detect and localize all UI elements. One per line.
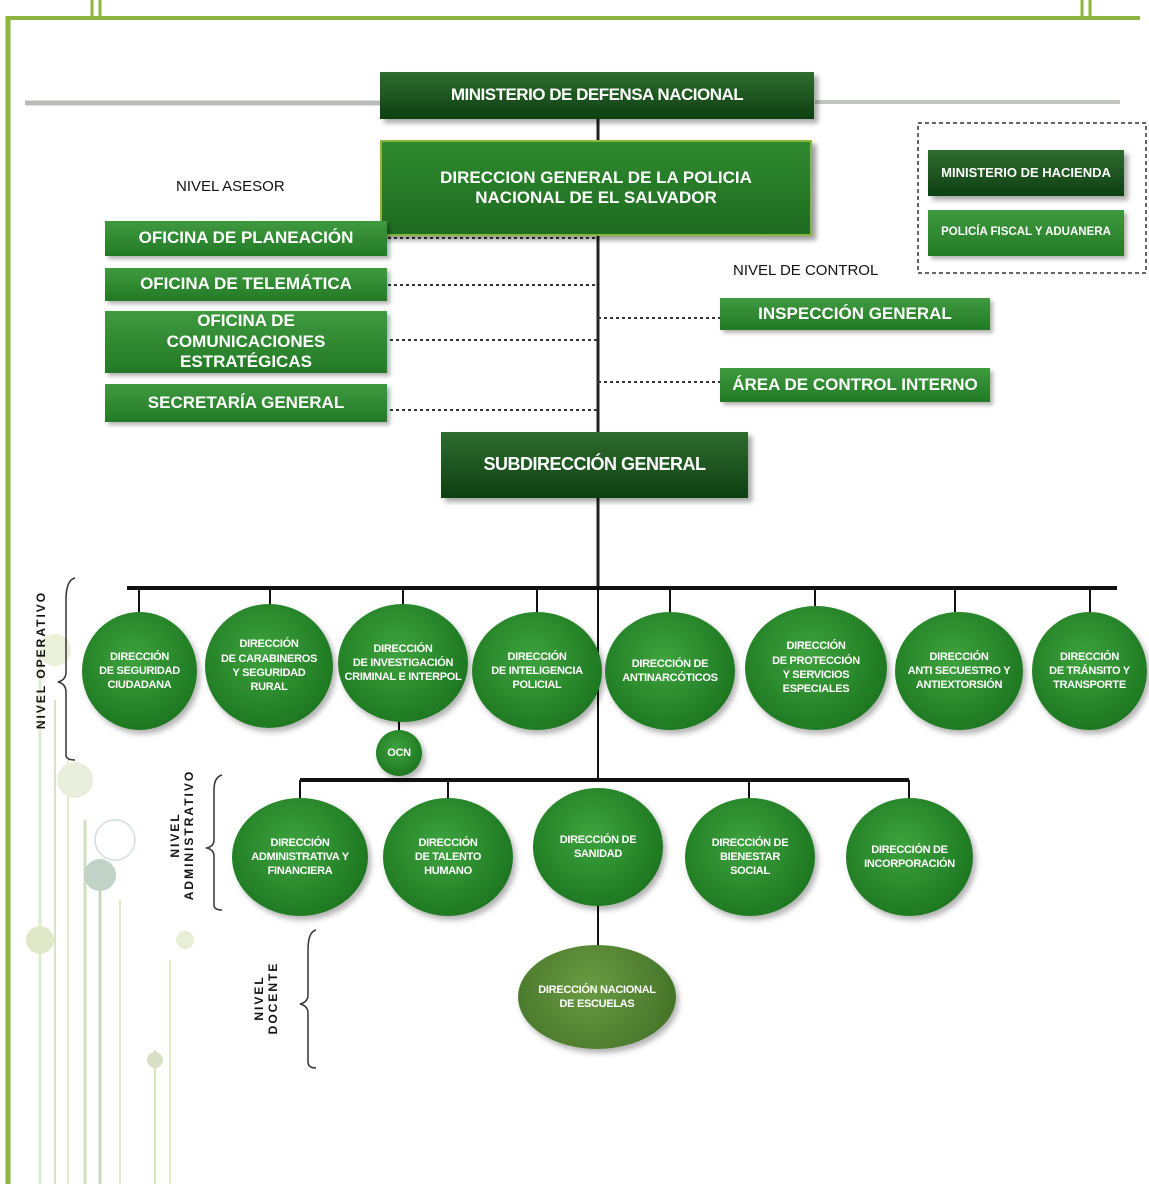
direccion-antisecuestro: DIRECCIÓN ANTI SECUESTRO Y ANTIEXTORSIÓN xyxy=(895,612,1023,730)
direccion-sanidad: DIRECCIÓN DE SANIDAD xyxy=(533,788,663,906)
decorative-stems xyxy=(26,634,194,1184)
direccion-antinarcoticos: DIRECCIÓN DE ANTINARCÓTICOS xyxy=(605,612,735,730)
direccion-inteligencia-policial: DIRECCIÓN DE INTELIGENCIA POLICIAL xyxy=(472,612,602,730)
area-control-interno-box: ÁREA DE CONTROL INTERNO xyxy=(720,368,990,402)
inspeccion-general-box: INSPECCIÓN GENERAL xyxy=(720,298,990,330)
direccion-proteccion: DIRECCIÓN DE PROTECCIÓN Y SERVICIOS ESPE… xyxy=(745,606,887,730)
ocn-oval: OCN xyxy=(376,730,422,776)
secretaria-general-box: SECRETARÍA GENERAL xyxy=(105,384,387,422)
direccion-general-box: DIRECCION GENERAL DE LA POLICIA NACIONAL… xyxy=(380,140,812,236)
direccion-carabineros: DIRECCIÓN DE CARABINEROS Y SEGURIDAD RUR… xyxy=(205,604,333,728)
oficina-telematica-box: OFICINA DE TELEMÁTICA xyxy=(105,268,387,301)
direccion-seguridad-ciudadana: DIRECCIÓN DE SEGURIDAD CIUDADANA xyxy=(82,612,197,730)
direccion-nacional-escuelas: DIRECCIÓN NACIONAL DE ESCUELAS xyxy=(518,945,676,1049)
nivel-administrativo-label: NIVEL ADMINISTRATIVO xyxy=(168,769,197,901)
direccion-investigacion-criminal: DIRECCIÓN DE INVESTIGACIÓN CRIMINAL E IN… xyxy=(338,604,468,722)
direccion-talento-humano: DIRECCIÓN DE TALENTO HUMANO xyxy=(383,798,513,916)
ministerio-defensa-box: MINISTERIO DE DEFENSA NACIONAL xyxy=(380,72,814,119)
direccion-administrativa-financiera: DIRECCIÓN ADMINISTRATIVA Y FINANCIERA xyxy=(232,798,368,916)
nivel-asesor-label: NIVEL ASESOR xyxy=(176,178,285,195)
nivel-operativo-label: NIVEL OPERATIVO xyxy=(34,590,48,730)
nivel-control-label: NIVEL DE CONTROL xyxy=(733,262,879,279)
policia-fiscal-box: POLICÍA FISCAL Y ADUANERA xyxy=(928,210,1124,256)
direccion-bienestar-social: DIRECCIÓN DE BIENESTAR SOCIAL xyxy=(685,798,815,916)
direccion-transito: DIRECCIÓN DE TRÁNSITO Y TRANSPORTE xyxy=(1032,612,1147,730)
oficina-planeacion-box: OFICINA DE PLANEACIÓN xyxy=(105,221,387,256)
subdireccion-general-box: SUBDIRECCIÓN GENERAL xyxy=(441,432,748,498)
nivel-docente-label: NIVEL DOCENTE xyxy=(252,961,281,1035)
ministerio-hacienda-box: MINISTERIO DE HACIENDA xyxy=(928,150,1124,196)
oficina-comunicaciones-box: OFICINA DE COMUNICACIONES ESTRATÉGICAS xyxy=(105,311,387,373)
direccion-incorporacion: DIRECCIÓN DE INCORPORACIÓN xyxy=(846,798,973,916)
